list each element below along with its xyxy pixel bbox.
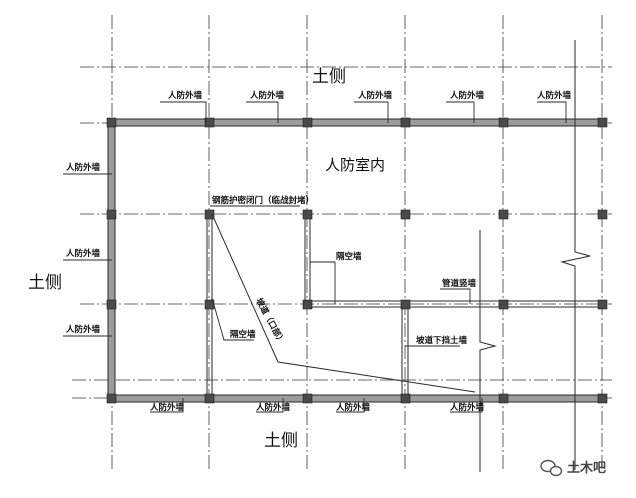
outer-wall-label-top-3: 人防外墙 [358,90,393,101]
outer-wall-label-top-2: 人防外墙 [250,90,285,101]
watermark: 土木吧 [540,459,606,477]
outer-wall-label-left-3: 人防外墙 [66,324,101,335]
outer-wall-label-bottom-1: 人防外墙 [150,402,185,413]
outer-wall-label-left-1: 人防外墙 [66,162,101,173]
top-outer-wall [107,118,607,127]
outer-wall-label-bottom-4: 人防外墙 [450,402,485,413]
soil-side-bottom: 土侧 [264,431,298,451]
outer-wall-label-top-1: 人防外墙 [168,90,203,101]
soil-side-top: 土侧 [312,67,346,87]
watermark-text: 土木吧 [567,460,606,476]
partition-wall-label-right: 隔空墙 [336,251,362,262]
passage-wall-label: 管道竖墙 [442,278,477,289]
outer-wall-label-top-4: 人防外墙 [450,90,485,101]
ramp-outline [211,40,591,472]
wechat-icon [540,459,563,477]
outer-wall-label-top-5: 人防外墙 [537,90,572,101]
left-outer-wall [107,118,116,403]
civil-defense-indoor-label: 人防室内 [325,156,385,174]
partition-wall-label-left: 隔空墙 [230,329,256,340]
outer-wall-label-left-2: 人防外墙 [66,248,101,259]
leader-lines [63,101,567,413]
columns [106,117,608,404]
soil-side-left: 土侧 [28,273,62,293]
ramp-lower-wall-label: 坡道下挡土墙 [416,335,468,346]
protective-door-label: 钢筋护密闭门（临战封堵） [212,195,314,206]
outer-wall-label-bottom-3: 人防外墙 [336,402,371,413]
outer-wall-label-bottom-2: 人防外墙 [256,402,291,413]
